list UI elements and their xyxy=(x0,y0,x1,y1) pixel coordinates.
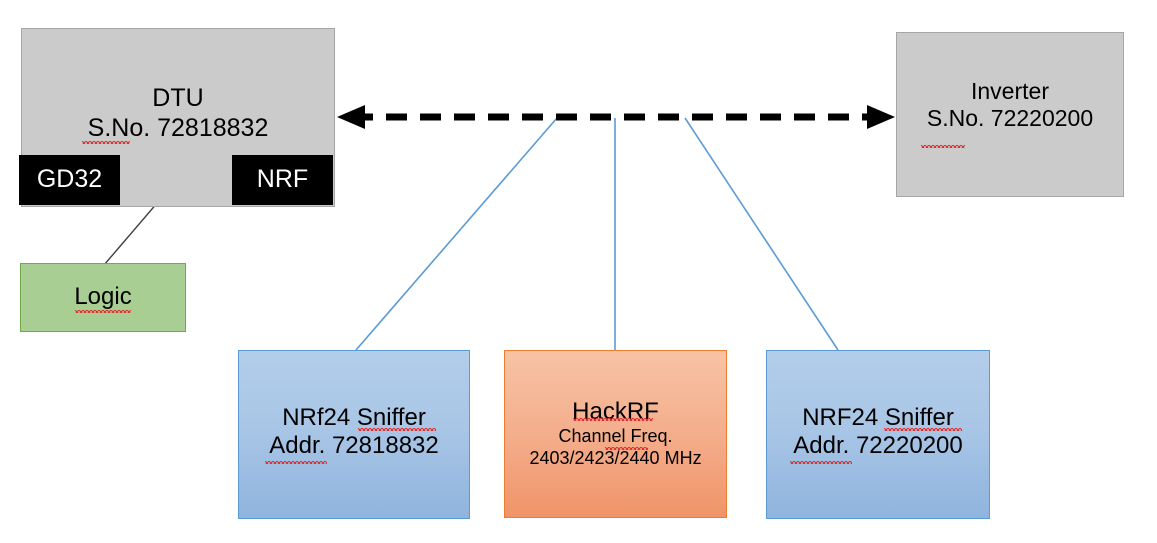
hackrf-frequencies: 2403/2423/2440 MHz xyxy=(529,448,702,469)
hackrf-title: HackRF xyxy=(572,398,659,425)
inverter-title: Inverter xyxy=(971,78,1049,104)
sniffer-left-address: Addr. 72818832 xyxy=(269,432,439,460)
node-inverter[interactable]: Inverter S.No. 72220200 xyxy=(896,32,1124,197)
connector-sniffer-left xyxy=(355,117,558,351)
arrow-dtu-inverter xyxy=(337,105,895,129)
logic-label: Logic xyxy=(74,283,132,311)
inverter-serial: S.No. 72220200 xyxy=(926,105,1094,132)
gd32-label: GD32 xyxy=(36,165,103,194)
dtu-title: DTU xyxy=(152,84,204,112)
sniffer-right-title: NRF24 Sniffer xyxy=(802,404,954,431)
node-logic[interactable]: Logic xyxy=(20,263,186,332)
sniffer-right-address: Addr. 72220200 xyxy=(793,432,963,460)
sniffer-left-title: NRf24 Sniffer xyxy=(282,404,426,431)
connector-sniffer-right xyxy=(684,117,839,351)
node-nrf[interactable]: NRF xyxy=(232,155,333,205)
node-sniffer-left[interactable]: NRf24 Sniffer Addr. 72818832 xyxy=(238,350,470,519)
node-sniffer-right[interactable]: NRF24 Sniffer Addr. 72220200 xyxy=(766,350,990,519)
hackrf-channel-label: Channel Freq. xyxy=(558,426,673,447)
dtu-serial: S.No. 72818832 xyxy=(87,113,269,142)
nrf-label: NRF xyxy=(256,165,309,194)
node-hackrf[interactable]: HackRF Channel Freq. 2403/2423/2440 MHz xyxy=(504,350,727,518)
node-gd32[interactable]: GD32 xyxy=(19,155,120,205)
